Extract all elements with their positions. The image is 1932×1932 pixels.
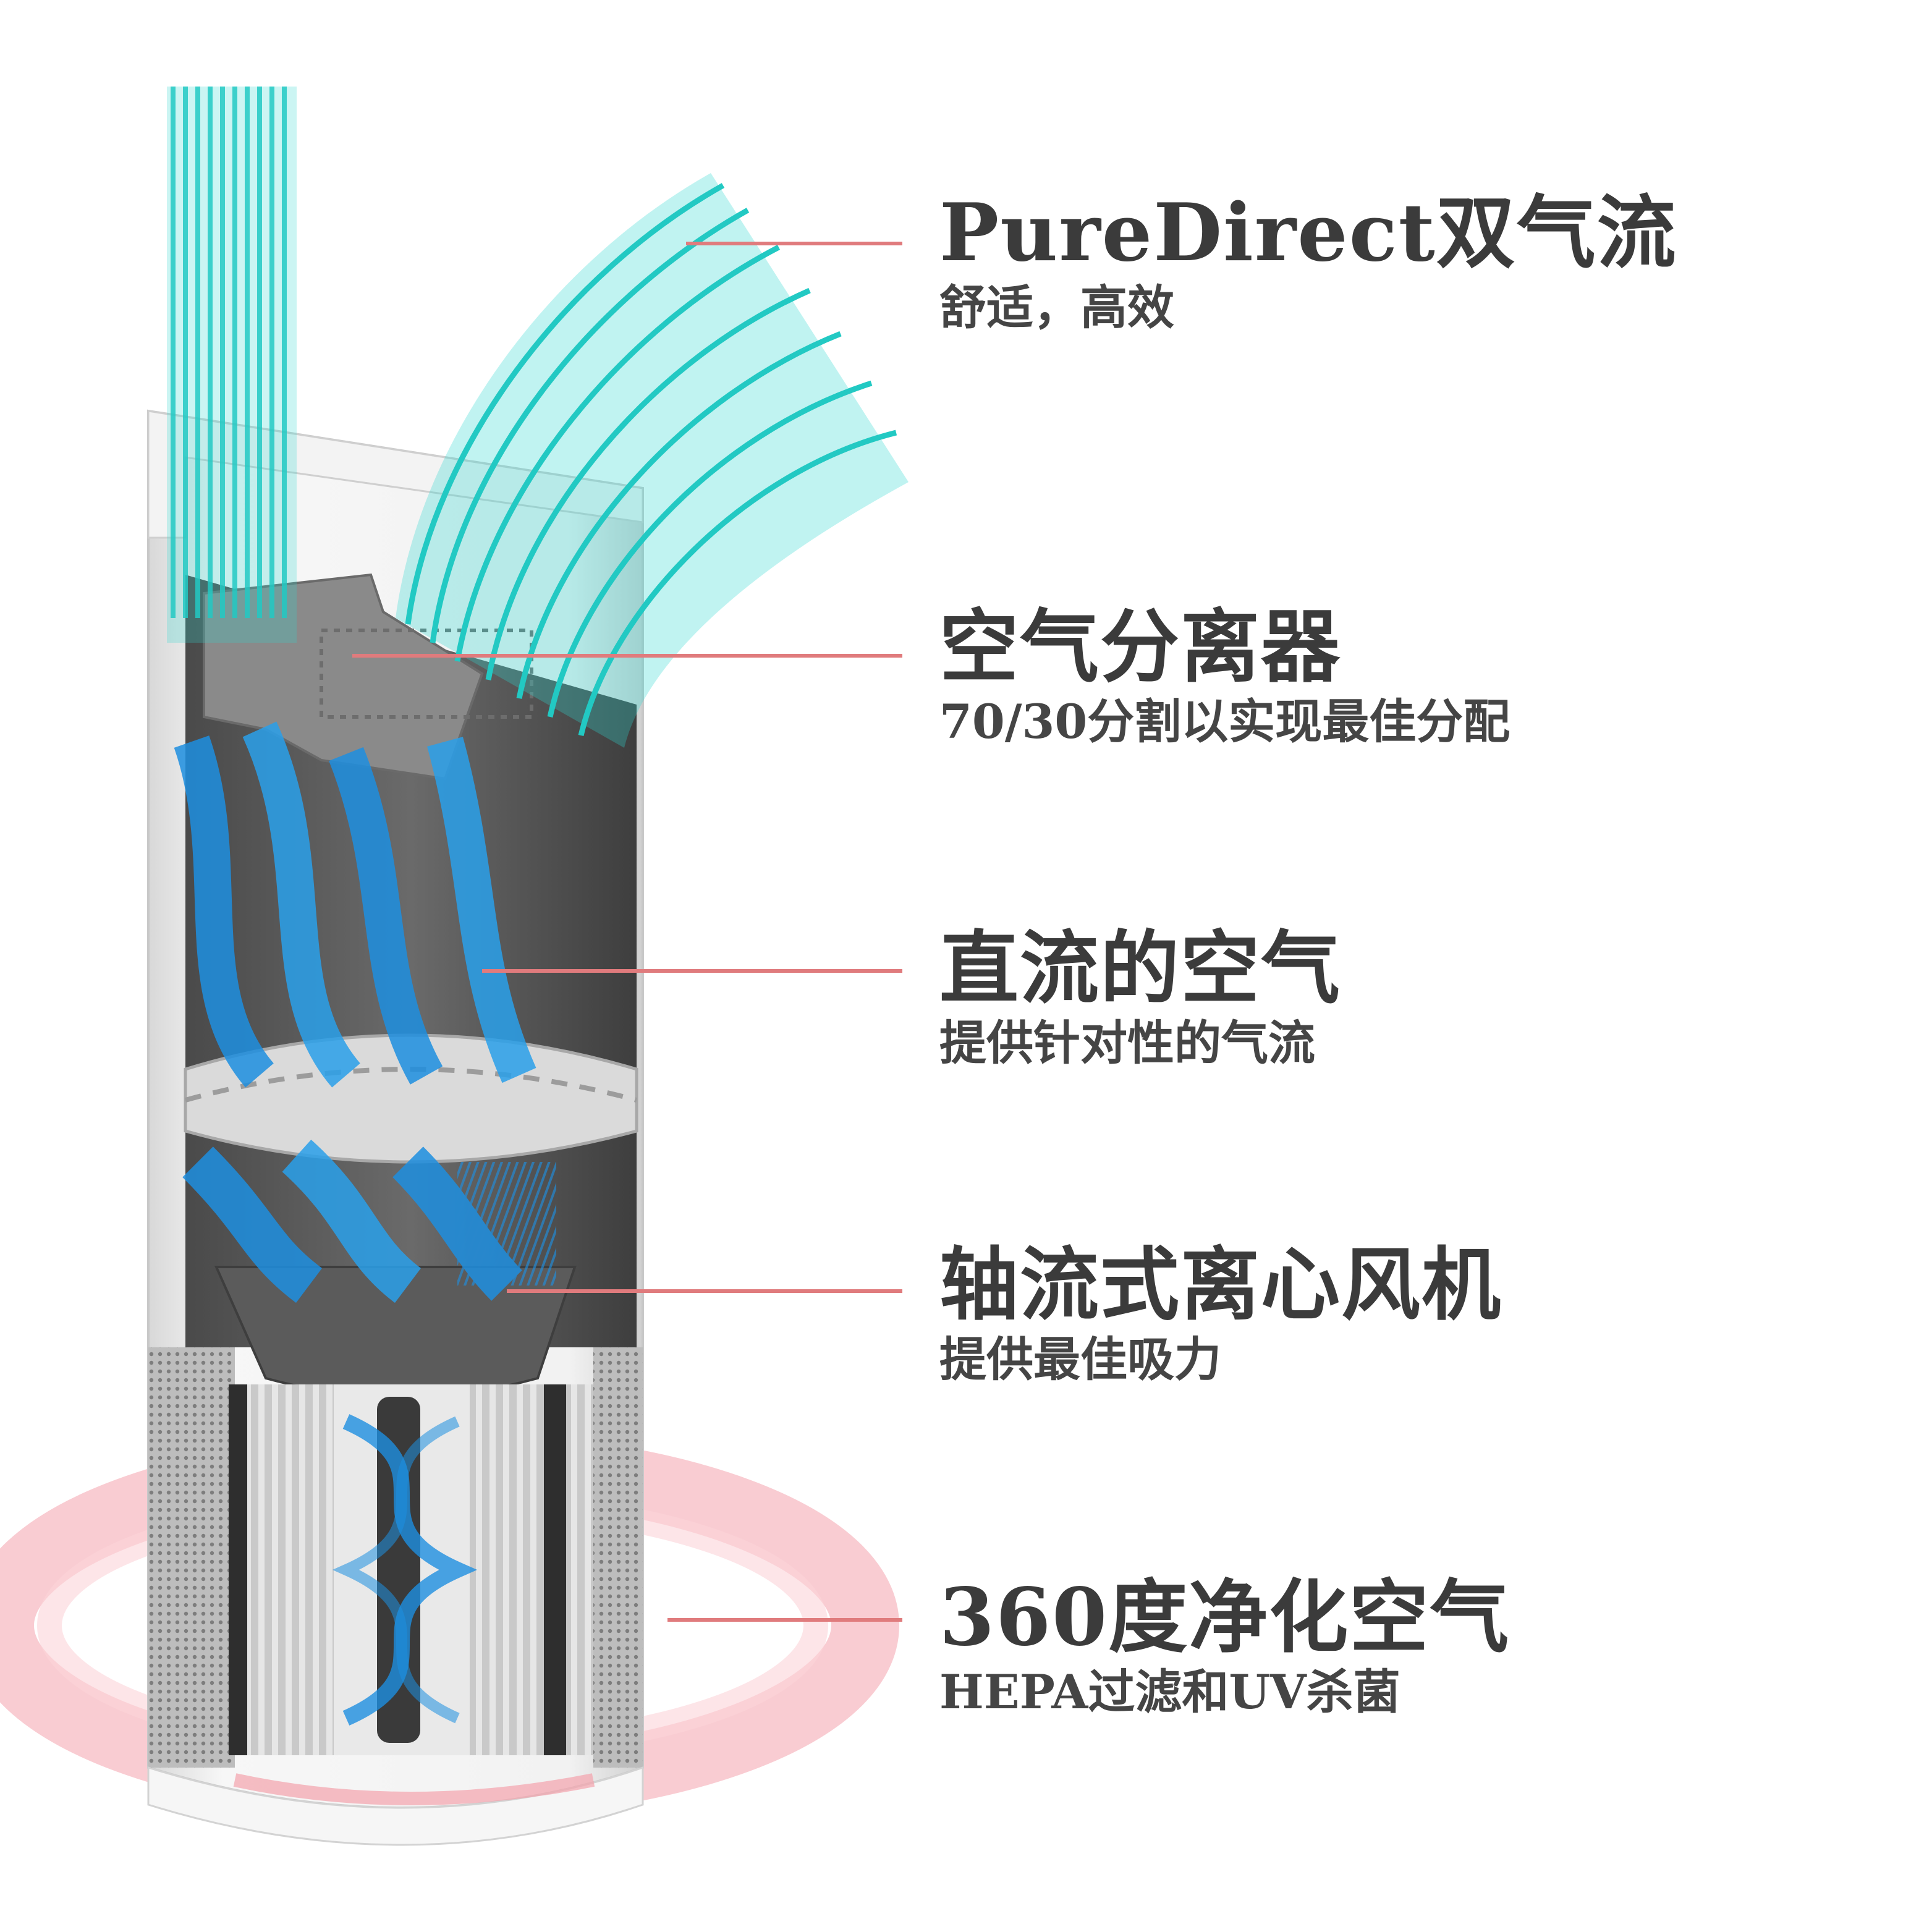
hepa-filter-right: [470, 1384, 593, 1755]
feature-subtitle: 提供最佳吸力: [939, 1332, 1221, 1388]
separator-ribs: [320, 629, 533, 719]
feature-subtitle: 舒适，高效: [939, 280, 1174, 336]
internal-airflow: [174, 721, 556, 1303]
hepa-filter-left: [235, 1384, 334, 1755]
filter-mesh-left: [148, 1347, 235, 1768]
feature-subtitle: HEPA过滤和UV杀菌: [939, 1664, 1400, 1720]
leader-line-purify: [667, 1618, 902, 1622]
feature-title: 轴流式离心风机: [939, 1239, 1502, 1331]
feature-title: 360度净化空气: [939, 1571, 1510, 1664]
feature-title: 直流的空气: [939, 922, 1342, 1015]
fan-ring-teeth: [184, 1067, 638, 1103]
leader-line-separator: [352, 654, 902, 658]
uv-airflow-spiral-2: [332, 1416, 460, 1724]
vertical-airflow: [167, 87, 297, 643]
leader-line-fan: [507, 1289, 902, 1293]
feature-subtitle: 提供针对性的气流: [939, 1015, 1315, 1071]
leader-line-airflow: [686, 242, 902, 245]
feature-title: 空气分离器: [939, 601, 1342, 693]
feature-callout-separator: 空气分离器 70/30分割以实现最佳分配: [939, 606, 1904, 748]
carbon-layer-right: [544, 1384, 566, 1755]
base-glow: [233, 1773, 595, 1805]
feature-title: PureDirect双气流: [939, 187, 1677, 279]
feature-callout-purify: 360度净化空气 HEPA过滤和UV杀菌: [939, 1576, 1904, 1718]
feature-callout-airflow: PureDirect双气流 舒适，高效: [939, 192, 1904, 334]
purifier-base: [147, 1766, 644, 1846]
feature-subtitle: 70/30分割以实现最佳分配: [939, 694, 1510, 750]
curved-airflow: [396, 173, 909, 748]
filter-mesh-right: [593, 1347, 643, 1768]
carbon-layer-left: [229, 1384, 247, 1755]
feature-callout-direct-air: 直流的空气 提供针对性的气流: [939, 927, 1904, 1069]
feature-callout-fan: 轴流式离心风机 提供最佳吸力: [939, 1244, 1904, 1386]
leader-line-direct-air: [482, 969, 902, 973]
